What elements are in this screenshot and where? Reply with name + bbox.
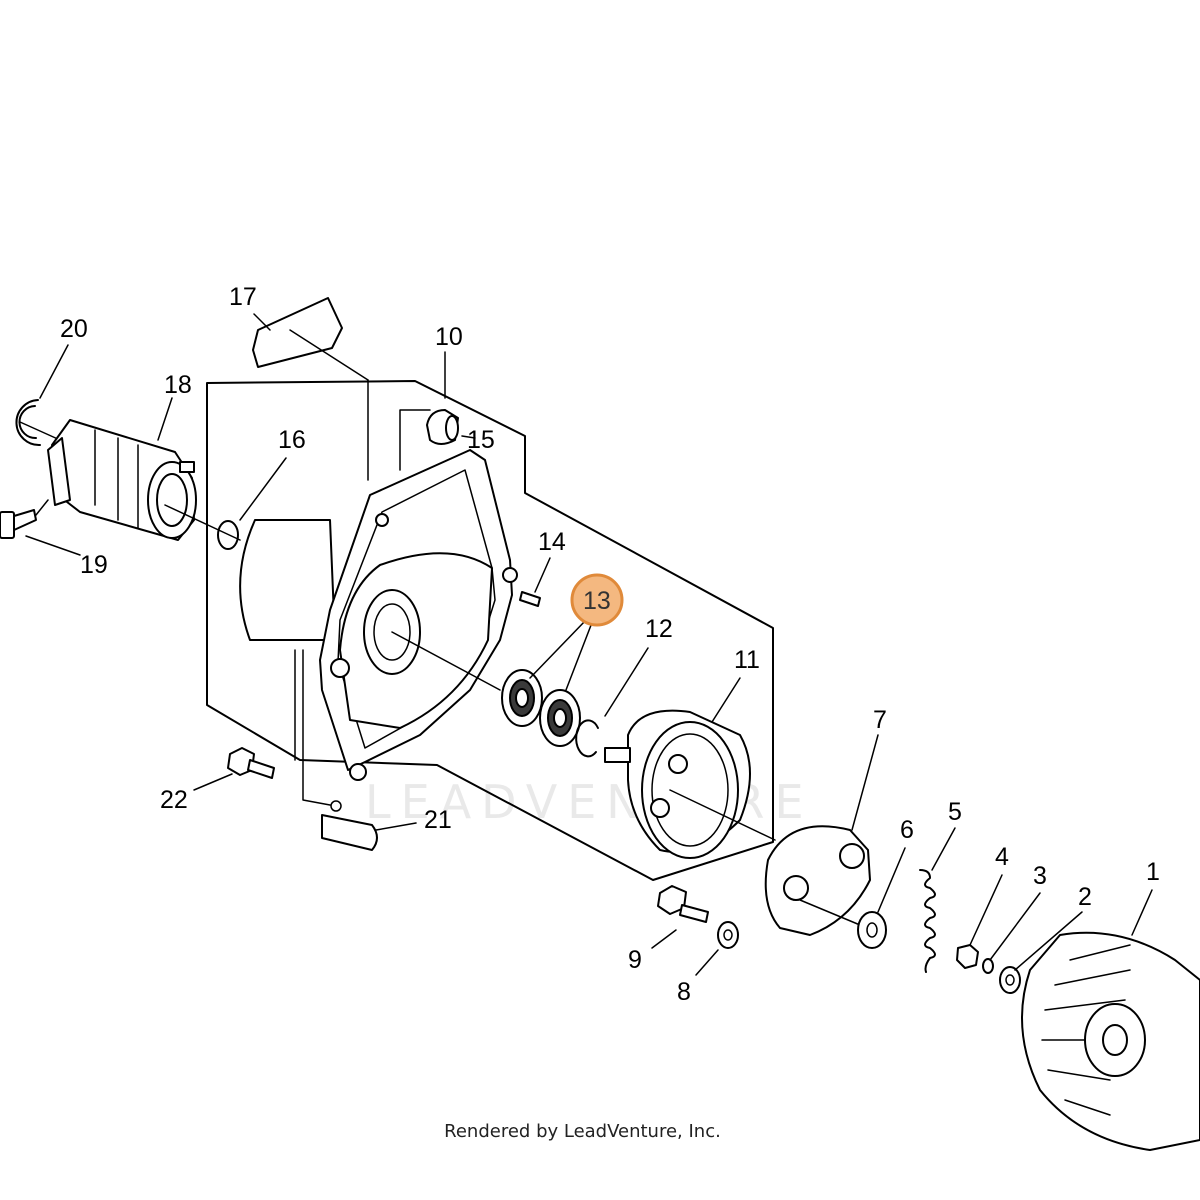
shaft-housing-18: [47, 419, 241, 541]
leader-lines: [25, 313, 1153, 976]
callout-21[interactable]: 21: [424, 806, 452, 834]
washer-2: [999, 966, 1021, 994]
callout-16[interactable]: 16: [278, 426, 306, 454]
callout-17[interactable]: 17: [229, 283, 257, 311]
callout-3[interactable]: 3: [1033, 862, 1047, 890]
callout-12[interactable]: 12: [645, 615, 673, 643]
callout-8[interactable]: 8: [677, 978, 691, 1006]
clutch-drum-11: [604, 709, 776, 859]
callout-2[interactable]: 2: [1078, 883, 1092, 911]
ring-16: [217, 520, 239, 550]
credit-text: Rendered by LeadVenture, Inc.: [444, 1121, 721, 1142]
clip-21: [302, 649, 378, 851]
callout-14[interactable]: 14: [538, 528, 566, 556]
lock-washer-3: [982, 958, 994, 974]
bolt-19: [0, 499, 49, 539]
snap-ring-12: [575, 719, 599, 758]
callout-7[interactable]: 7: [873, 706, 887, 734]
clutch-housing-10: [239, 449, 518, 781]
callout-18[interactable]: 18: [164, 371, 192, 399]
callout-11[interactable]: 11: [734, 646, 760, 674]
callout-5[interactable]: 5: [948, 798, 962, 826]
callout-22[interactable]: 22: [160, 786, 188, 814]
bolt-9: [657, 885, 709, 923]
callout-4[interactable]: 4: [995, 843, 1009, 871]
callout-19[interactable]: 19: [80, 551, 108, 579]
group-outline-10: [206, 380, 774, 881]
nut-4: [956, 944, 979, 969]
label-tag-17: [252, 297, 369, 481]
callout-1[interactable]: 1: [1146, 858, 1160, 886]
plug-15: [399, 409, 459, 471]
pin-14: [519, 591, 541, 607]
highlight-circle-13: [570, 573, 624, 627]
callout-9[interactable]: 9: [628, 946, 642, 974]
callout-numbers: 1 2 3 4 5 6 7 8 9 10 11 12 13 14 15 16 1…: [60, 283, 1160, 1006]
callout-20[interactable]: 20: [60, 315, 88, 343]
flywheel-1: [1021, 931, 1200, 1151]
bearings-13: [501, 669, 581, 747]
clutch-shoe-7: [764, 825, 871, 936]
snap-ring-20: [15, 399, 61, 447]
callout-13[interactable]: 13: [583, 587, 611, 615]
bolt-22: [227, 649, 296, 779]
callout-10[interactable]: 10: [435, 323, 463, 351]
callout-6[interactable]: 6: [900, 816, 914, 844]
callout-15[interactable]: 15: [467, 426, 495, 454]
washer-6: [857, 911, 887, 949]
washer-8: [717, 921, 739, 949]
spring-5: [919, 869, 936, 973]
